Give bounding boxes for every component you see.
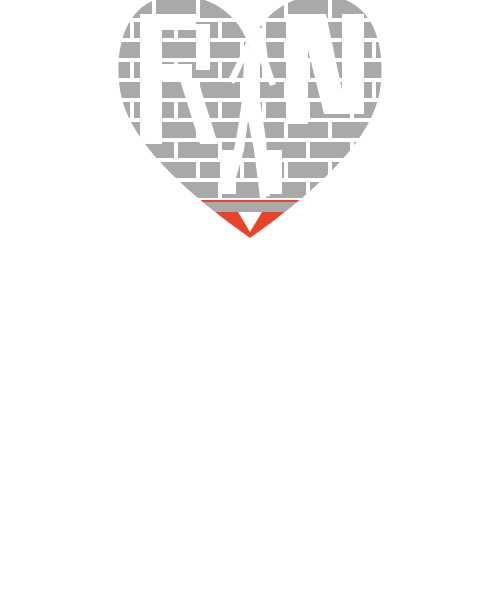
run-letters (140, 14, 364, 194)
run-heart-logo (110, 0, 390, 240)
run-heart-logo-icon (118, 0, 382, 239)
